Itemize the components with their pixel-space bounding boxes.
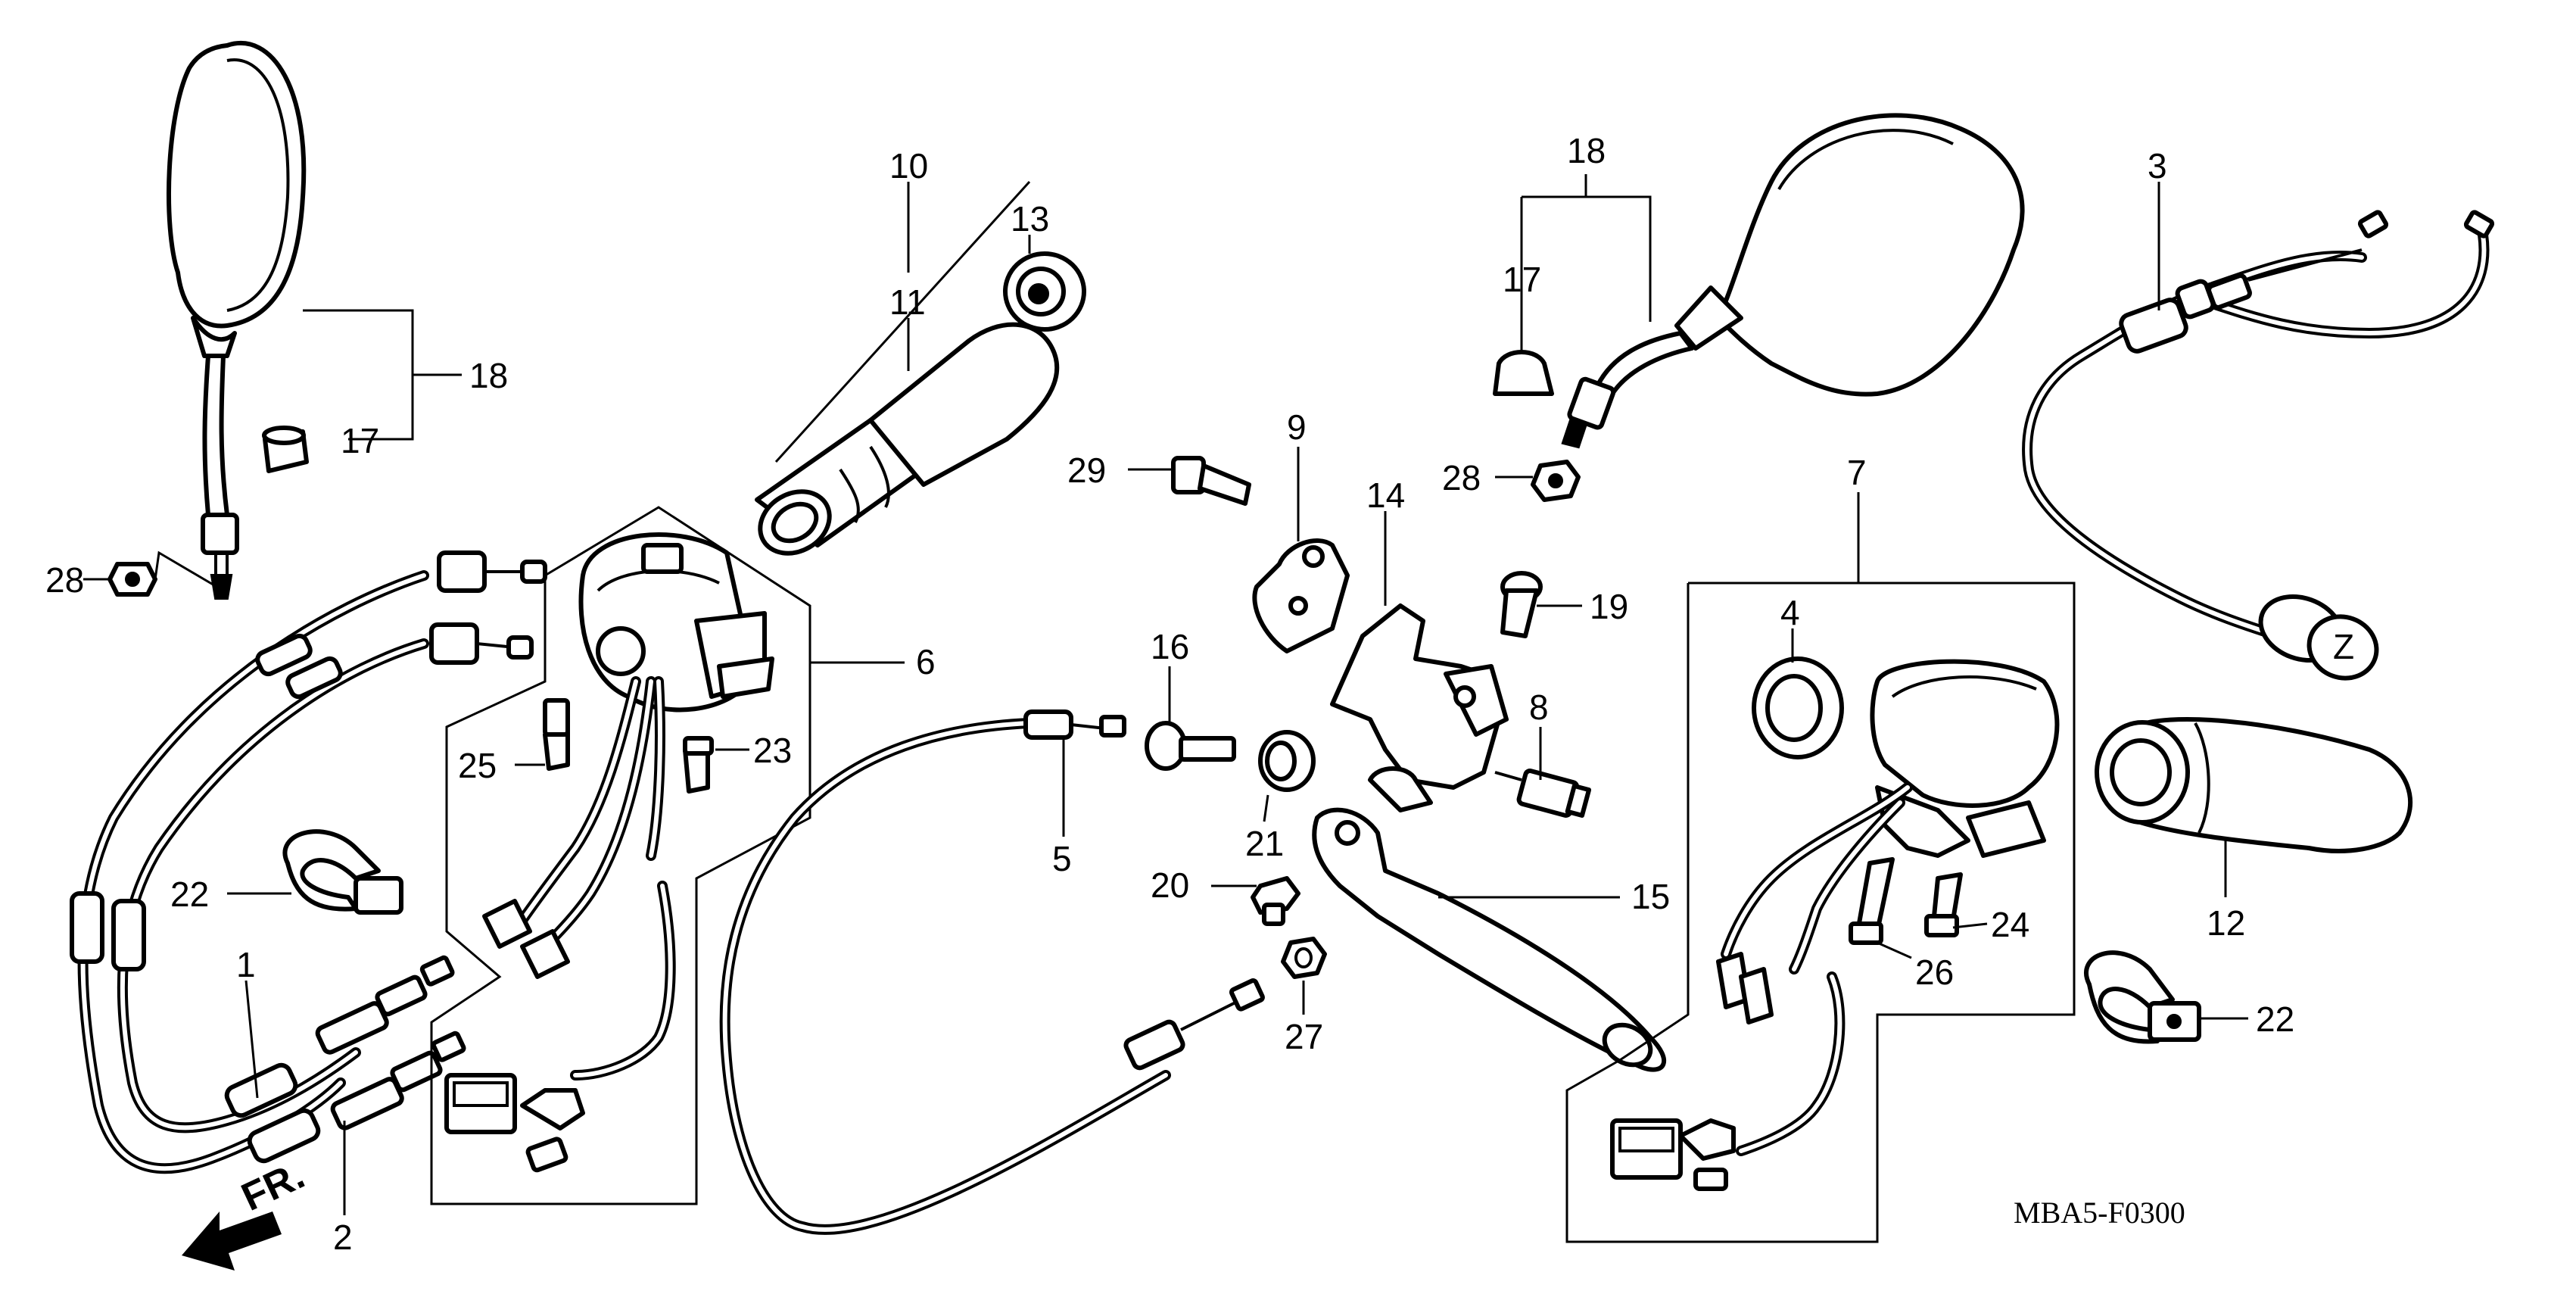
callout-4: 4 xyxy=(1780,593,1800,632)
callout-7: 7 xyxy=(1847,453,1867,492)
left-mirror xyxy=(167,40,307,600)
clamp-9 xyxy=(1252,538,1350,653)
throttle-grip xyxy=(755,322,1060,556)
cable-3: Z xyxy=(2022,210,2495,681)
callout-18-right: 18 xyxy=(1567,131,1606,170)
callout-29: 29 xyxy=(1067,451,1106,490)
callout-22-right: 22 xyxy=(2256,999,2294,1039)
front-direction-label: FR. xyxy=(235,1153,311,1220)
callout-19: 19 xyxy=(1590,587,1628,626)
callout-9: 9 xyxy=(1287,407,1307,447)
callout-23: 23 xyxy=(753,731,792,770)
nut-28-left xyxy=(107,562,157,597)
adjuster-16 xyxy=(1145,721,1236,771)
callout-21: 21 xyxy=(1245,824,1284,863)
callout-8: 8 xyxy=(1529,688,1549,727)
callout-17-right: 17 xyxy=(1503,260,1541,299)
diagram-code: MBA5-F0300 xyxy=(2014,1196,2185,1230)
locknut-21 xyxy=(1258,730,1316,792)
nut-17-left xyxy=(262,426,309,473)
switch-8 xyxy=(1494,769,1592,818)
right-switch-group xyxy=(1565,582,2076,1243)
callout-16: 16 xyxy=(1151,627,1189,666)
callout-27: 27 xyxy=(1285,1017,1323,1056)
callout-24: 24 xyxy=(1991,905,2029,944)
cable-clamp-22-left xyxy=(282,829,403,915)
nut-28-right xyxy=(1531,460,1581,502)
callout-labels: 1 2 3 4 5 6 7 8 9 10 11 12 13 14 15 16 1… xyxy=(45,131,2294,1257)
throttle-cables xyxy=(70,550,547,1174)
callout-28-right: 28 xyxy=(1442,458,1481,497)
bolt-20 xyxy=(1251,876,1300,926)
bolt-29 xyxy=(1171,456,1251,506)
callout-15: 15 xyxy=(1631,877,1670,916)
pin-19 xyxy=(1500,571,1543,638)
callout-22-left: 22 xyxy=(170,875,209,914)
lever-15 xyxy=(1312,807,1667,1072)
grip-12 xyxy=(2095,717,2413,853)
left-switch-group xyxy=(430,506,811,1205)
right-mirror xyxy=(1561,113,2025,449)
grip-end-13 xyxy=(1003,251,1086,332)
callout-12: 12 xyxy=(2207,903,2245,943)
svg-text:Z: Z xyxy=(2333,627,2354,666)
callout-5: 5 xyxy=(1052,839,1072,878)
callout-14: 14 xyxy=(1366,476,1405,515)
callout-3: 3 xyxy=(2148,146,2167,186)
callout-13: 13 xyxy=(1011,199,1049,239)
front-direction-arrow: FR. xyxy=(182,1153,311,1271)
clutch-cable xyxy=(719,709,1265,1235)
nut-17-right xyxy=(1493,350,1554,396)
callout-10: 10 xyxy=(889,146,928,186)
cable-clamp-22-right xyxy=(2084,950,2201,1044)
holder-14 xyxy=(1330,603,1509,812)
callout-18-left: 18 xyxy=(469,356,508,395)
callout-26: 26 xyxy=(1915,953,1954,992)
callout-28-left: 28 xyxy=(45,560,84,600)
callout-17-left: 17 xyxy=(341,421,379,460)
callout-2: 2 xyxy=(333,1218,353,1257)
callout-25: 25 xyxy=(458,746,497,785)
callout-11: 11 xyxy=(889,282,926,322)
callout-20: 20 xyxy=(1151,865,1189,905)
nut-27 xyxy=(1281,937,1327,979)
callout-1: 1 xyxy=(236,945,256,984)
callout-6: 6 xyxy=(916,642,936,681)
